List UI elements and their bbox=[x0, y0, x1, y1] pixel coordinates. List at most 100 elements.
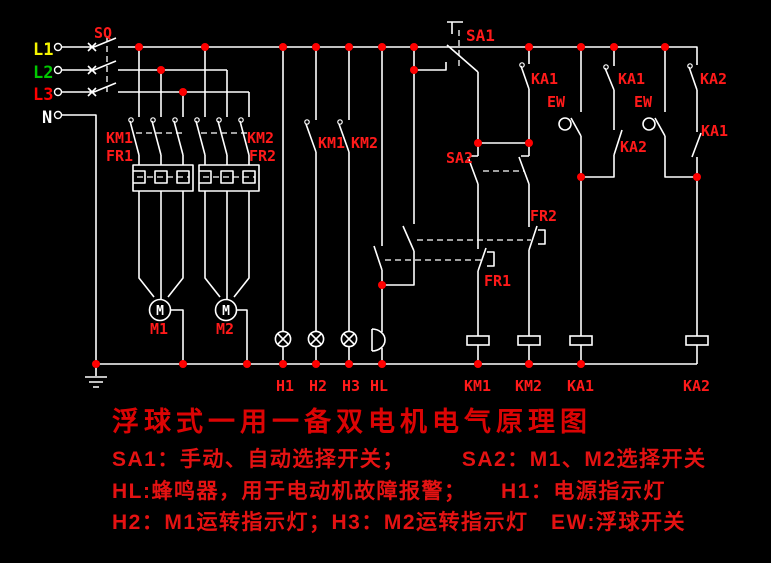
terminal-l1 bbox=[53, 42, 63, 52]
label-ka1-coil: KA1 bbox=[567, 377, 594, 395]
lamp-h2-symbol bbox=[307, 330, 325, 348]
thermal-relay-boxes bbox=[132, 164, 260, 192]
coil-ka1 bbox=[569, 335, 593, 346]
junction-dot bbox=[312, 43, 320, 51]
junction-dot bbox=[279, 43, 287, 51]
float-switch-ew2-bulb bbox=[642, 117, 656, 131]
label-ew2: EW bbox=[634, 93, 653, 111]
terminal-n bbox=[53, 110, 63, 120]
contact-pivot-hook bbox=[172, 117, 178, 123]
junction-dot bbox=[378, 281, 386, 289]
label-hl: HL bbox=[370, 377, 388, 395]
contact-pivot-hook bbox=[150, 117, 156, 123]
note-line-1: SA1：手动、自动选择开关； SA2：M1、M2选择开关 bbox=[112, 447, 707, 471]
junction-dot bbox=[378, 360, 386, 368]
terminal-l2 bbox=[53, 65, 63, 75]
motor-circle bbox=[214, 298, 238, 322]
junction-dot bbox=[577, 360, 585, 368]
caption-layer: 浮球式一用一备双电机电气原理图 SA1：手动、自动选择开关； SA2：M1、M2… bbox=[112, 407, 707, 534]
buzzer-hl-symbol bbox=[371, 328, 386, 352]
label-km1-coil: KM1 bbox=[464, 377, 491, 395]
junction-dot bbox=[378, 43, 386, 51]
control-circuit-wires bbox=[282, 21, 702, 364]
lamp-circle bbox=[307, 330, 325, 348]
note-line-2: HL:蜂鸣器，用于电动机故障报警； H1：电源指示灯 bbox=[112, 479, 666, 503]
junction-dot bbox=[312, 360, 320, 368]
junction-dot bbox=[157, 66, 165, 74]
coil-km2 bbox=[517, 335, 541, 346]
junction-dot bbox=[345, 43, 353, 51]
junction-dot bbox=[179, 88, 187, 96]
junction-dot bbox=[577, 43, 585, 51]
contact-pivot-hook bbox=[238, 117, 244, 123]
coil-ka2 bbox=[685, 335, 709, 346]
label-ka2-hold: KA2 bbox=[700, 70, 727, 88]
label-phase-n: N bbox=[42, 108, 52, 128]
label-fr1-ctrl: FR1 bbox=[484, 272, 511, 290]
junction-dot bbox=[279, 360, 287, 368]
junction-dot bbox=[410, 66, 418, 74]
contact-pivot-hook bbox=[194, 117, 200, 123]
label-km1-aux: KM1 bbox=[318, 134, 345, 152]
label-sq: SQ bbox=[94, 24, 112, 42]
label-m2: M2 bbox=[216, 320, 234, 338]
lamp-circle bbox=[274, 330, 292, 348]
junction-dot bbox=[474, 139, 482, 147]
lamp-h1-symbol bbox=[274, 330, 292, 348]
label-ka1-cut: KA1 bbox=[701, 122, 728, 140]
motor-m1-symbol: M bbox=[148, 298, 172, 322]
label-fr2-ctrl: FR2 bbox=[530, 207, 557, 225]
label-h1: H1 bbox=[276, 377, 294, 395]
junction-dots bbox=[92, 43, 701, 368]
contact-pivot-hook bbox=[304, 119, 310, 125]
junction-dot bbox=[525, 139, 533, 147]
motor-m2-symbol: M bbox=[214, 298, 238, 322]
motor-letter: M bbox=[156, 304, 164, 319]
lamp-h3-symbol bbox=[340, 330, 358, 348]
contact-pivot-hook bbox=[337, 119, 343, 125]
junction-dot bbox=[693, 173, 701, 181]
mechanical-link-dashes bbox=[106, 30, 531, 261]
junction-dot bbox=[610, 43, 618, 51]
label-phase-l1: L1 bbox=[33, 40, 53, 60]
label-sa1: SA1 bbox=[466, 26, 495, 45]
label-h2: H2 bbox=[309, 377, 327, 395]
junction-dot bbox=[661, 43, 669, 51]
junction-dot bbox=[201, 43, 209, 51]
label-km2-coil: KM2 bbox=[515, 377, 542, 395]
wires-layer bbox=[62, 21, 702, 388]
junction-dot bbox=[525, 360, 533, 368]
coil-km1 bbox=[466, 335, 490, 346]
symbols-layer: M M bbox=[53, 42, 709, 368]
lamp-circle bbox=[340, 330, 358, 348]
label-ka1-hold: KA1 bbox=[618, 70, 645, 88]
label-km2-aux: KM2 bbox=[351, 134, 378, 152]
label-ka1-sel: KA1 bbox=[531, 70, 558, 88]
labels-layer: L1 L2 L3 N SQ KM1 FR1 KM2 FR2 M1 M2 KM1 … bbox=[33, 24, 728, 395]
float-switch-ew1-bulb bbox=[558, 117, 572, 131]
contact-pivot-hook bbox=[603, 64, 609, 70]
motor-circle bbox=[148, 298, 172, 322]
power-circuit-wires bbox=[62, 37, 698, 388]
label-km1-main: KM1 bbox=[106, 129, 133, 147]
contact-pivot-hook bbox=[128, 117, 134, 123]
note-line-3: H2：M1运转指示灯；H3：M2运转指示灯 EW:浮球开关 bbox=[112, 510, 686, 534]
junction-dot bbox=[92, 360, 100, 368]
contact-pivot-hook bbox=[687, 63, 693, 69]
contact-pivot-hooks bbox=[128, 62, 693, 125]
junction-dot bbox=[525, 43, 533, 51]
junction-dot bbox=[474, 360, 482, 368]
label-h3: H3 bbox=[342, 377, 360, 395]
schematic-title: 浮球式一用一备双电机电气原理图 bbox=[112, 407, 592, 437]
lamp-cross bbox=[343, 333, 355, 345]
label-ka2-cut: KA2 bbox=[620, 138, 647, 156]
lamp-cross bbox=[310, 333, 322, 345]
label-phase-l2: L2 bbox=[33, 63, 53, 83]
junction-dot bbox=[410, 43, 418, 51]
junction-dot bbox=[577, 173, 585, 181]
label-ka2-coil: KA2 bbox=[683, 377, 710, 395]
label-km2-main: KM2 bbox=[247, 129, 274, 147]
label-ew1: EW bbox=[547, 93, 566, 111]
